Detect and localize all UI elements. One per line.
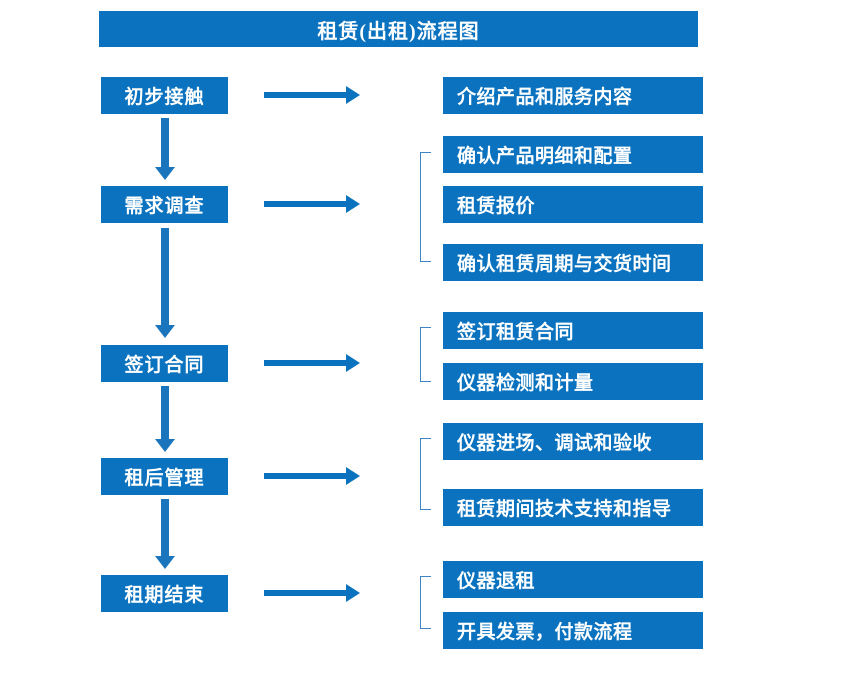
group-bracket-contract — [420, 327, 431, 382]
detail-box-6[interactable]: 仪器检测和计量 — [443, 363, 703, 400]
detail-box-2[interactable]: 确认产品明细和配置 — [443, 136, 703, 173]
horizontal-arrow-3 — [264, 354, 360, 372]
detail-box-10[interactable]: 开具发票，付款流程 — [443, 612, 703, 649]
detail-box-4[interactable]: 确认租赁周期与交货时间 — [443, 244, 703, 281]
vertical-arrow-3-to-4 — [155, 386, 175, 452]
horizontal-arrow-1 — [264, 86, 360, 104]
group-bracket-end — [420, 576, 431, 629]
group-bracket-management — [420, 438, 431, 510]
vertical-arrow-4-to-5 — [155, 499, 175, 569]
detail-box-9[interactable]: 仪器退租 — [443, 561, 703, 598]
detail-box-8[interactable]: 租赁期间技术支持和指导 — [443, 489, 703, 526]
vertical-arrow-1-to-2 — [155, 118, 175, 180]
horizontal-arrow-4 — [264, 467, 360, 485]
detail-box-3[interactable]: 租赁报价 — [443, 186, 703, 223]
flowchart-title: 租赁(出租)流程图 — [99, 11, 698, 47]
detail-box-5[interactable]: 签订租赁合同 — [443, 312, 703, 349]
stage-box-1[interactable]: 初步接触 — [101, 77, 228, 114]
stage-box-4[interactable]: 租后管理 — [101, 458, 228, 495]
horizontal-arrow-2 — [264, 195, 360, 213]
stage-box-2[interactable]: 需求调查 — [101, 186, 228, 223]
stage-box-3[interactable]: 签订合同 — [101, 345, 228, 382]
detail-box-7[interactable]: 仪器进场、调试和验收 — [443, 423, 703, 460]
group-bracket-needs — [420, 152, 431, 262]
stage-box-5[interactable]: 租期结束 — [101, 575, 228, 612]
vertical-arrow-2-to-3 — [155, 228, 175, 338]
horizontal-arrow-5 — [264, 584, 360, 602]
detail-box-1[interactable]: 介绍产品和服务内容 — [443, 77, 703, 114]
